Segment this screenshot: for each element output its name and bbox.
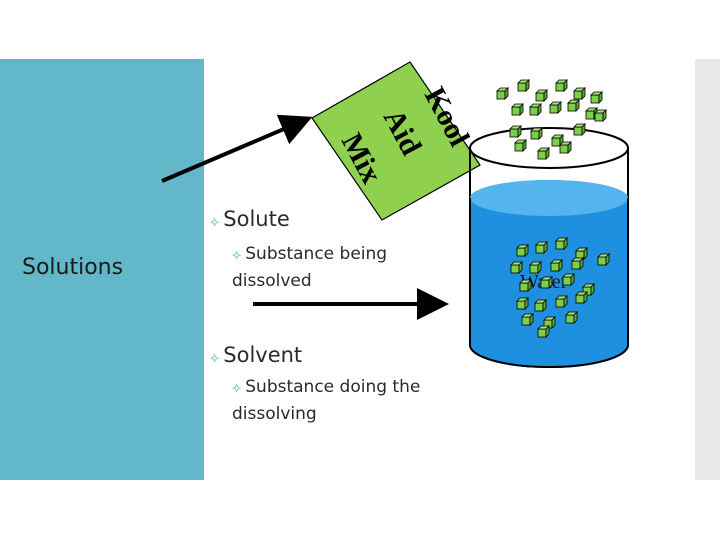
sugar-cube bbox=[555, 79, 568, 92]
sugar-cube bbox=[594, 109, 607, 122]
sugar-cube bbox=[575, 291, 588, 304]
sugar-cube bbox=[565, 311, 578, 324]
sugar-cube bbox=[555, 295, 568, 308]
solvent-definition: Substance doing the dissolving bbox=[232, 377, 421, 424]
bullet-solute-definition: ⟡Substance being dissolved bbox=[232, 241, 447, 294]
sugar-cube bbox=[514, 139, 527, 152]
bullet-solvent: ⟡Solvent bbox=[210, 343, 302, 367]
sugar-cube bbox=[573, 87, 586, 100]
solute-definition: Substance being dissolved bbox=[232, 244, 388, 291]
sugar-cube bbox=[535, 241, 548, 254]
sugar-cube bbox=[537, 147, 550, 160]
bullet-solute: ⟡Solute bbox=[210, 207, 290, 231]
sugar-cube bbox=[510, 261, 523, 274]
sugar-cube bbox=[543, 316, 556, 329]
arrow-to-packet bbox=[161, 114, 313, 183]
sugar-cube bbox=[519, 279, 532, 292]
section-title: Solutions bbox=[22, 255, 124, 280]
solute-term: Solute bbox=[223, 207, 290, 231]
sugar-cube bbox=[496, 87, 509, 100]
sugar-cube bbox=[590, 91, 603, 104]
sugar-cube bbox=[521, 313, 534, 326]
right-edge-strip bbox=[695, 59, 720, 480]
sugar-cube bbox=[555, 237, 568, 250]
sugar-cube bbox=[529, 261, 542, 274]
sugar-cube bbox=[517, 79, 530, 92]
arrow-bullet-icon: ⟡ bbox=[232, 247, 242, 263]
sugar-cube bbox=[535, 89, 548, 102]
arrow-bullet-icon: ⟡ bbox=[210, 350, 220, 366]
arrow-bullet-icon: ⟡ bbox=[232, 380, 242, 396]
sugar-cube bbox=[562, 273, 575, 286]
sugar-cube bbox=[534, 299, 547, 312]
sugar-cube bbox=[511, 103, 524, 116]
bullet-solvent-definition: ⟡Substance doing the dissolving bbox=[232, 374, 472, 427]
sugar-cube bbox=[530, 127, 543, 140]
solute-particles bbox=[496, 79, 610, 338]
sugar-cube bbox=[509, 125, 522, 138]
sugar-cube bbox=[582, 283, 595, 296]
sugar-cube bbox=[597, 253, 610, 266]
sugar-cube bbox=[571, 257, 584, 270]
sugar-cube bbox=[573, 123, 586, 136]
kool-aid-packet: Kool Aid Mix bbox=[311, 61, 481, 221]
sugar-cube bbox=[567, 99, 580, 112]
sugar-cube bbox=[540, 276, 553, 289]
sugar-cube bbox=[516, 297, 529, 310]
sugar-cube bbox=[529, 103, 542, 116]
side-panel bbox=[0, 59, 204, 480]
sugar-cube bbox=[516, 244, 529, 257]
sugar-cube bbox=[559, 141, 572, 154]
sugar-cube bbox=[549, 101, 562, 114]
arrow-bullet-icon: ⟡ bbox=[210, 214, 220, 230]
sugar-cube bbox=[551, 134, 564, 147]
sugar-cube bbox=[550, 259, 563, 272]
sugar-cube bbox=[537, 325, 550, 338]
solvent-term: Solvent bbox=[223, 343, 303, 367]
sugar-cube bbox=[575, 247, 588, 260]
